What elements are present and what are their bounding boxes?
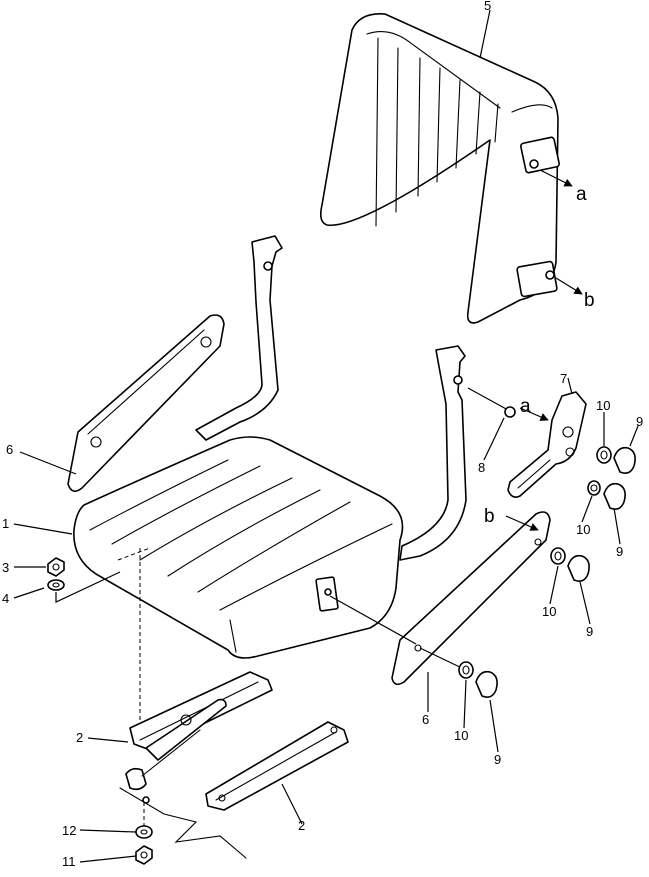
callout-9-c: 9 [586,624,593,639]
ref-letter-a-mid: a [520,396,531,417]
nut-11 [135,845,153,865]
callout-9-a: 9 [636,414,643,429]
callout-leaders [13,9,639,863]
callout-8: 8 [478,460,485,475]
callout-6-right: 6 [422,712,429,727]
seat-frame-right-upright [399,345,467,561]
callout-9-b: 9 [616,544,623,559]
washer-12 [135,825,153,839]
ref-arrow-b-mid [505,515,539,531]
callout-7: 7 [560,371,567,386]
callout-4: 4 [2,591,9,606]
seat-frame-left-upright [195,235,283,441]
assembly-line-right-cover-bolt [419,647,467,671]
cap-nut-9-b [603,482,626,510]
side-cover-right [391,511,551,686]
assembly-line-upper-bolt [467,387,509,411]
assembly-line-right-cover [329,595,417,645]
ref-letter-b-mid: b [484,506,495,527]
callout-10-a: 10 [596,398,610,413]
side-cover-left [67,314,225,492]
callout-2-right: 2 [298,818,305,833]
ref-letter-a-top: a [576,184,587,205]
nut-3 [47,557,65,577]
washer-10-d [458,661,474,679]
callout-3: 3 [2,560,9,575]
ref-arrow-a-mid [519,407,549,421]
ref-letter-b-top: b [584,290,595,311]
callout-10-c: 10 [542,604,556,619]
callout-9-d: 9 [494,752,501,767]
backrest-cushion [320,13,583,324]
cap-nut-9-a [613,446,636,474]
slide-rail-right [205,721,349,811]
callout-11: 11 [62,854,76,869]
callout-5: 5 [484,0,491,13]
callout-10-b: 10 [576,522,590,537]
floor-break-line [119,787,247,859]
washer-10-c [550,547,566,565]
cap-nut-9-c [567,554,590,582]
washer-4 [47,579,65,591]
slide-rail-left [125,671,273,804]
washer-10-a [596,446,612,464]
callout-1: 1 [2,516,9,531]
nut-leader [55,571,121,603]
callout-6-left: 6 [6,442,13,457]
callout-2-left: 2 [76,730,83,745]
washer-8 [504,406,516,418]
seat-cushion [73,436,404,732]
callout-12: 12 [62,823,76,838]
armrest-bracket [507,391,587,498]
cap-nut-9-d [475,670,498,698]
callout-10-d: 10 [454,728,468,743]
washer-10-b [587,480,601,496]
